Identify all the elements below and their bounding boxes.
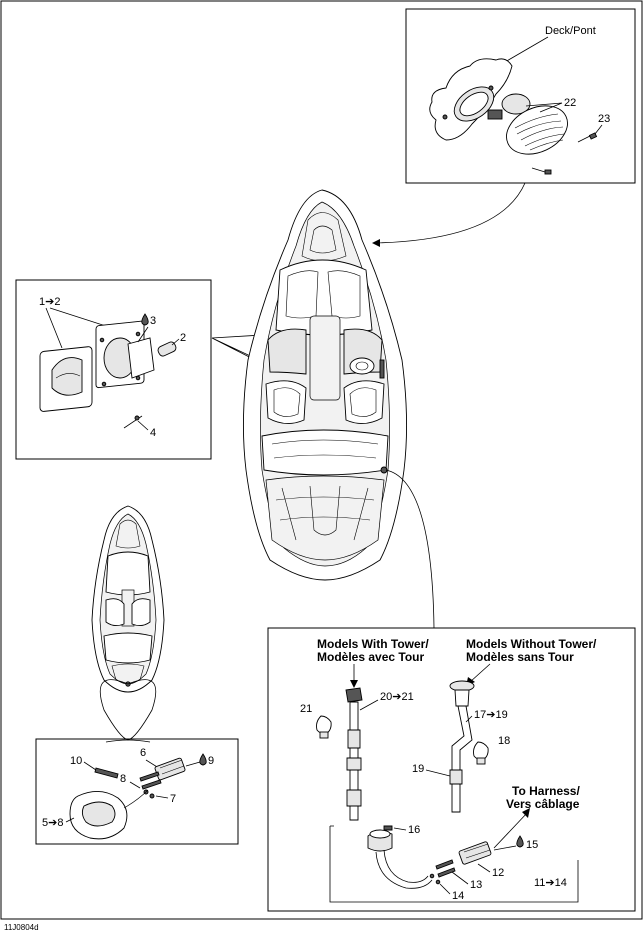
part-2-plug [157,341,177,357]
connector-12 [458,841,492,865]
part-14-label: 14 [452,890,464,902]
part-10-label: 10 [70,755,82,767]
stern-light-pole [451,705,473,813]
bulb-18 [473,741,489,761]
to-harness-line2: Vers câblage [506,797,580,811]
part-6-label: 6 [140,747,146,759]
speaker-body [501,93,531,115]
vent-detail-box: 1➔2 3 2 4 [15,279,212,460]
drop-icon [199,753,207,766]
part-11to14-label: 11➔14 [534,877,567,889]
part-1to2-label: 1➔2 [39,296,60,308]
courtesy-light-box: 10 6 9 8 7 5➔8 [35,738,239,845]
part-21-label: 21 [300,703,312,715]
part-22-label: 22 [564,97,576,109]
part-8-label: 8 [120,773,126,785]
navigation-light-box: Models With Tower/ Modèles avec Tour Mod… [267,627,636,912]
stern-light-lens [449,680,475,692]
part-16-label: 16 [408,824,420,836]
drop-icon [141,313,149,326]
part-15-label: 15 [526,839,538,851]
part-23-label: 23 [598,113,610,125]
part-5to8-label: 5➔8 [42,817,63,829]
connector-6 [154,757,186,781]
part-9-label: 9 [208,755,214,767]
part-7-label: 7 [170,793,176,805]
speaker-detail-box: Deck/Pont 22 23 [405,8,636,184]
part-17to19-label: 17➔19 [474,709,508,721]
leader-boat-to-light-box [385,469,435,629]
deck-pont-label: Deck/Pont [545,25,596,37]
leader-deck-to-boat [374,182,526,244]
part-4-label: 4 [150,427,156,439]
models-without-tower-line2: Modèles sans Tour [466,650,574,664]
models-without-tower-line1: Models Without Tower/ [466,637,597,651]
boat-top-view-small [91,505,165,693]
part-18-label: 18 [498,735,510,747]
drop-icon [516,835,524,848]
part-2-label: 2 [180,332,186,344]
to-harness-line1: To Harness/ [512,784,580,798]
part-19-label: 19 [412,763,424,775]
boat-top-view-large [242,189,408,581]
models-with-tower-line1: Models With Tower/ [317,637,429,651]
part-12-label: 12 [492,867,504,879]
part-3-label: 3 [150,315,156,327]
diagram-id: 11J0804d [4,923,39,932]
models-with-tower-line2: Modèles avec Tour [317,650,424,664]
light-cable [375,851,433,889]
part-20to21-label: 20➔21 [380,691,414,703]
part-13-label: 13 [470,879,482,891]
bulb-21 [316,715,332,735]
